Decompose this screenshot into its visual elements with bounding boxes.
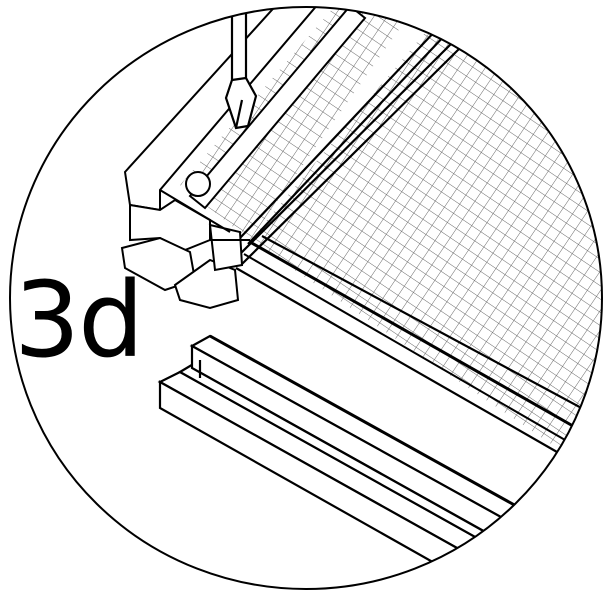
detail-circle [9, 6, 603, 590]
step-label: 3d [14, 259, 144, 381]
spline-channel [235, 27, 601, 457]
screen-mesh [250, 15, 602, 450]
screen-mesh-upper [180, 7, 420, 240]
magnified-detail [120, 7, 602, 589]
screwdriver-icon [224, 7, 258, 130]
spline-cord [185, 7, 367, 210]
